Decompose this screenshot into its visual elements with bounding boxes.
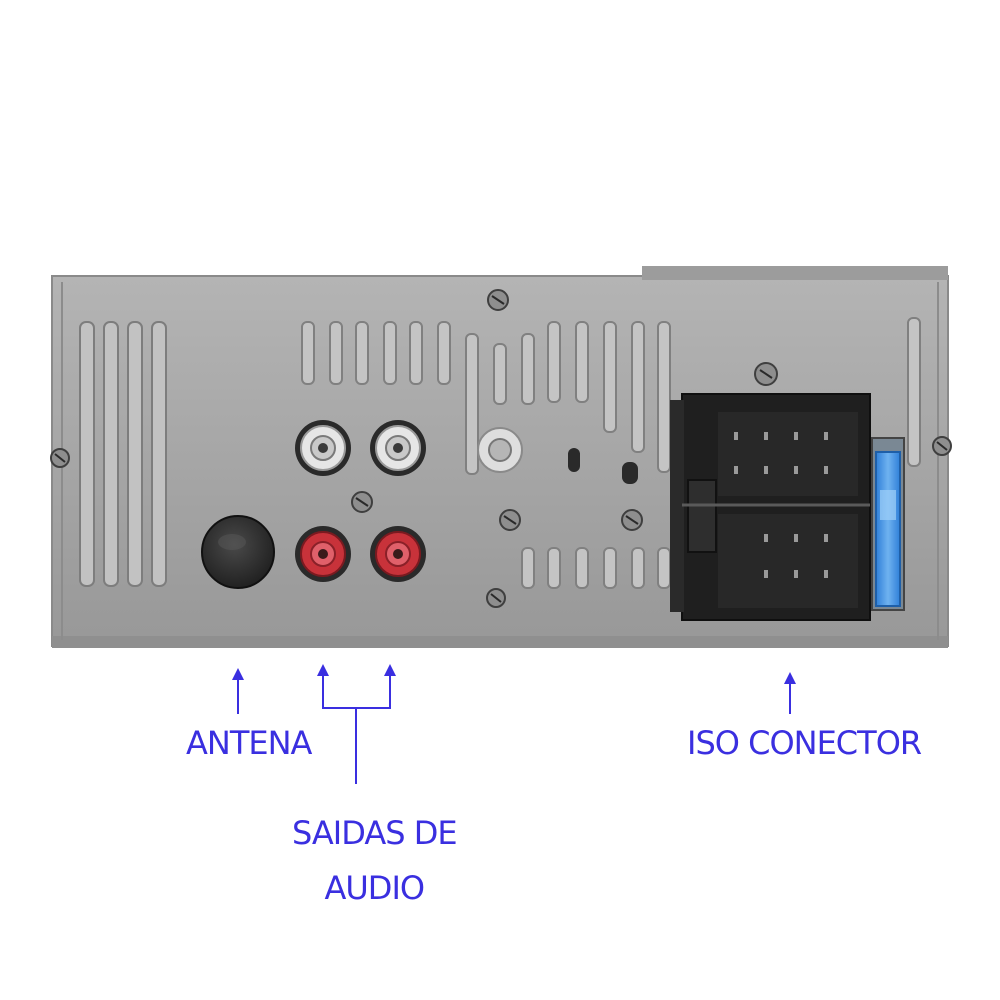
screw-slots xyxy=(54,295,948,603)
rca-jack-white-right xyxy=(370,420,426,476)
arrow-antena xyxy=(232,668,244,714)
upper-vent-slots xyxy=(301,317,921,475)
arrow-iso-conector xyxy=(784,672,796,714)
fuse xyxy=(871,437,905,611)
auxiliary-jack xyxy=(477,427,523,473)
label-saidas-de-audio: SAIDAS DE AUDIO xyxy=(292,806,458,916)
iso-connector xyxy=(670,393,871,621)
lower-vent-slots xyxy=(521,547,671,589)
label-antena: ANTENA xyxy=(186,724,312,762)
rca-jack-red-left xyxy=(295,526,351,582)
mounting-holes xyxy=(568,448,638,484)
iso-connector-pins xyxy=(734,432,828,578)
label-saidas-line1: SAIDAS DE xyxy=(292,814,458,852)
left-vent-fins xyxy=(79,321,167,587)
rca-jack-red-right xyxy=(370,526,426,582)
antenna-socket xyxy=(201,515,275,589)
label-iso-conector: ISO CONECTOR xyxy=(687,724,922,762)
rca-jack-white-left xyxy=(295,420,351,476)
label-saidas-line2: AUDIO xyxy=(324,869,425,907)
arrow-saidas-de-audio xyxy=(317,664,396,784)
